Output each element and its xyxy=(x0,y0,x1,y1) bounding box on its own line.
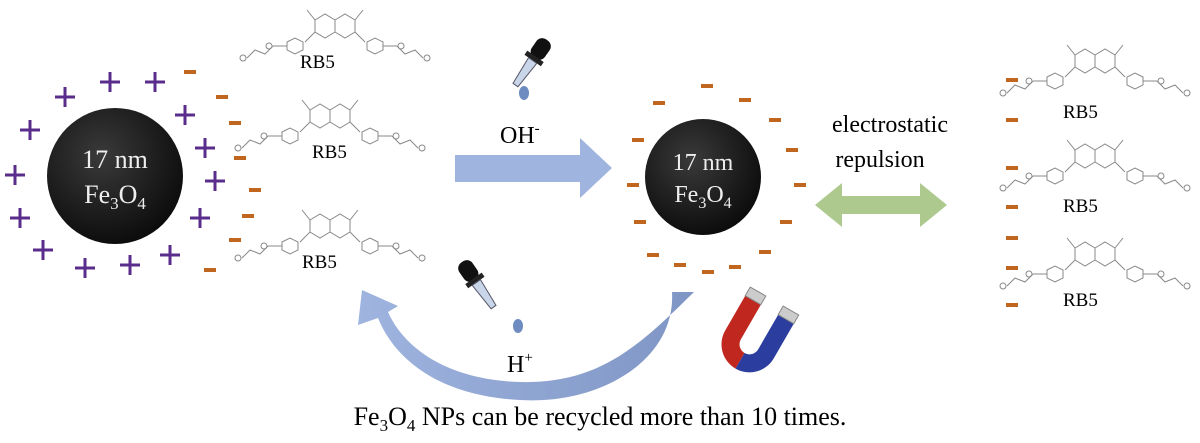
minus-sign xyxy=(1006,303,1018,307)
positive-charges xyxy=(5,72,225,278)
caption: Fe3O4 NPs can be recycled more than 10 t… xyxy=(354,402,847,435)
middle-particle-size: 17 nm xyxy=(673,150,734,176)
plus-sign xyxy=(205,171,225,191)
rb5-label: RB5 xyxy=(312,142,347,163)
negative-charges-right xyxy=(1006,78,1018,307)
minus-sign xyxy=(632,138,644,142)
plus-sign xyxy=(175,105,195,125)
minus-sign xyxy=(1006,205,1018,209)
rb5-label: RB5 xyxy=(300,52,335,73)
middle-nanoparticle xyxy=(645,119,761,235)
minus-sign xyxy=(234,156,246,160)
plus-sign xyxy=(5,165,25,185)
minus-sign xyxy=(216,95,228,99)
rb5-label: RB5 xyxy=(1063,102,1098,123)
plus-sign xyxy=(33,240,53,260)
minus-sign xyxy=(184,70,196,74)
rb5-molecule-6 xyxy=(999,237,1191,290)
magnet-icon xyxy=(721,286,800,373)
minus-sign xyxy=(242,214,254,218)
middle-particle-formula: Fe3O4 xyxy=(674,182,731,212)
rb5-molecule-4 xyxy=(999,44,1191,97)
minus-sign xyxy=(627,183,639,187)
recycle-arrow xyxy=(358,290,694,401)
repulsion-double-arrow xyxy=(815,183,947,227)
drop-icon xyxy=(513,319,523,333)
left-nanoparticle xyxy=(47,108,183,244)
plus-sign xyxy=(75,258,95,278)
minus-sign xyxy=(647,253,659,257)
dropper-icon xyxy=(458,260,497,310)
minus-sign xyxy=(653,101,665,105)
minus-sign xyxy=(1006,118,1018,122)
minus-sign xyxy=(701,84,713,88)
forward-arrow xyxy=(455,138,612,198)
rb5-label: RB5 xyxy=(302,252,337,273)
rb5-label: RB5 xyxy=(1063,290,1098,311)
minus-sign xyxy=(739,98,751,102)
rb5-molecule-5 xyxy=(999,139,1191,192)
left-particle-size: 17 nm xyxy=(82,145,148,174)
minus-sign xyxy=(204,268,216,272)
plus-sign xyxy=(190,208,210,228)
negative-charges-middle xyxy=(627,84,806,274)
plus-sign xyxy=(10,208,30,228)
minus-sign xyxy=(1006,236,1018,240)
plus-sign xyxy=(195,138,215,158)
minus-sign xyxy=(786,148,798,152)
minus-sign xyxy=(1006,166,1018,170)
plus-sign xyxy=(100,72,120,92)
minus-sign xyxy=(769,118,781,122)
plus-sign xyxy=(120,255,140,275)
minus-sign xyxy=(702,270,714,274)
minus-sign xyxy=(229,238,241,242)
repulsion-line2: repulsion xyxy=(835,147,924,173)
minus-sign xyxy=(249,188,261,192)
minus-sign xyxy=(759,250,771,254)
negative-charges-left xyxy=(184,70,261,272)
repulsion-line1: electrostatic xyxy=(832,112,948,138)
acid-label: H+ xyxy=(507,350,533,378)
rb5-molecule-1 xyxy=(239,9,431,62)
rb5-label: RB5 xyxy=(1063,196,1098,217)
minus-sign xyxy=(729,265,741,269)
left-particle-formula: Fe3O4 xyxy=(84,180,146,213)
minus-sign xyxy=(1006,266,1018,270)
minus-sign xyxy=(794,183,806,187)
plus-sign xyxy=(145,72,165,92)
plus-sign xyxy=(55,87,75,107)
minus-sign xyxy=(1006,78,1018,82)
minus-sign xyxy=(229,121,241,125)
drop-icon xyxy=(519,86,529,100)
dropper-icon xyxy=(512,38,551,88)
plus-sign xyxy=(160,245,180,265)
plus-sign xyxy=(20,120,40,140)
minus-sign xyxy=(674,263,686,267)
minus-sign xyxy=(780,220,792,224)
base-label: OH- xyxy=(500,121,540,149)
minus-sign xyxy=(634,220,646,224)
